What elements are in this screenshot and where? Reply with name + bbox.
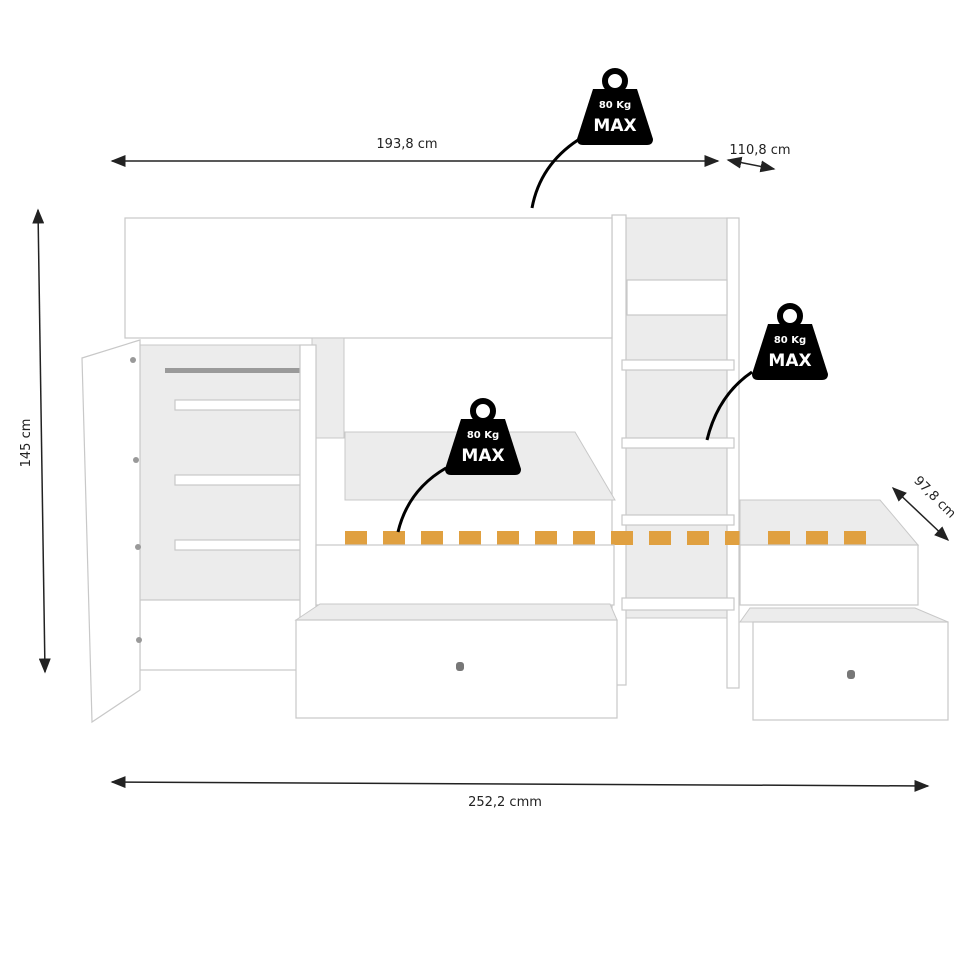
dimension-height: 145 cm bbox=[19, 419, 34, 468]
svg-text:80 Kg: 80 Kg bbox=[774, 335, 806, 346]
bunk-bed-illustration bbox=[81, 214, 949, 724]
bed-slat bbox=[649, 531, 671, 545]
svg-text:80 Kg: 80 Kg bbox=[599, 100, 631, 111]
bed-slat bbox=[768, 531, 790, 545]
svg-text:MAX: MAX bbox=[768, 351, 811, 371]
svg-text:80 Kg: 80 Kg bbox=[467, 430, 499, 441]
bed-slat bbox=[844, 531, 866, 545]
dimension-length-top: 193,8 cm bbox=[376, 137, 437, 152]
bed-slat bbox=[535, 531, 557, 545]
dimension-depth-right: 97,8 cm bbox=[910, 474, 958, 522]
svg-text:MAX: MAX bbox=[593, 116, 636, 136]
bed-slat bbox=[611, 531, 633, 545]
bed-slat bbox=[383, 531, 405, 545]
bed-slat bbox=[687, 531, 709, 545]
dimension-depth-top: 110,8 cm bbox=[729, 143, 790, 158]
bed-slat bbox=[573, 531, 595, 545]
svg-text:MAX: MAX bbox=[461, 446, 504, 466]
bed-slat bbox=[806, 531, 828, 545]
bed-slat bbox=[497, 531, 519, 545]
weight-badge-lower-bed: 80 Kg MAX bbox=[445, 401, 521, 475]
weight-badge-top: 80 Kg MAX bbox=[577, 71, 653, 145]
dimension-lines bbox=[32, 155, 950, 792]
dimension-length-total: 252,2 cmm bbox=[468, 795, 542, 810]
right-bed-slats bbox=[768, 531, 866, 545]
bed-slat bbox=[421, 531, 443, 545]
bed-slat bbox=[345, 531, 367, 545]
weight-badge-ladder: 80 Kg MAX bbox=[752, 306, 828, 380]
bed-slat bbox=[459, 531, 481, 545]
